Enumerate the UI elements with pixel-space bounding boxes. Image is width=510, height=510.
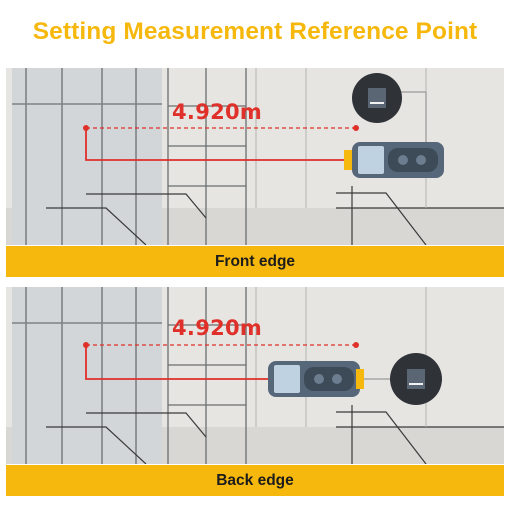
distance-reading: 4.920m xyxy=(172,316,263,340)
front-edge-caption-band: Front edge xyxy=(6,246,504,277)
laser-distance-meter-icon xyxy=(268,361,364,397)
page-title: Setting Measurement Reference Point xyxy=(32,18,478,45)
reference-point-icon xyxy=(352,73,402,123)
reference-point-icon xyxy=(390,353,442,405)
laser-distance-meter-icon xyxy=(344,142,444,178)
distance-reading: 4.920m xyxy=(172,100,263,124)
front-edge-caption: Front edge xyxy=(214,252,296,270)
back-edge-illustration xyxy=(6,287,504,464)
front-edge-illustration xyxy=(6,68,504,245)
back-edge-caption: Back edge xyxy=(216,471,294,489)
back-edge-caption-band: Back edge xyxy=(6,465,504,496)
